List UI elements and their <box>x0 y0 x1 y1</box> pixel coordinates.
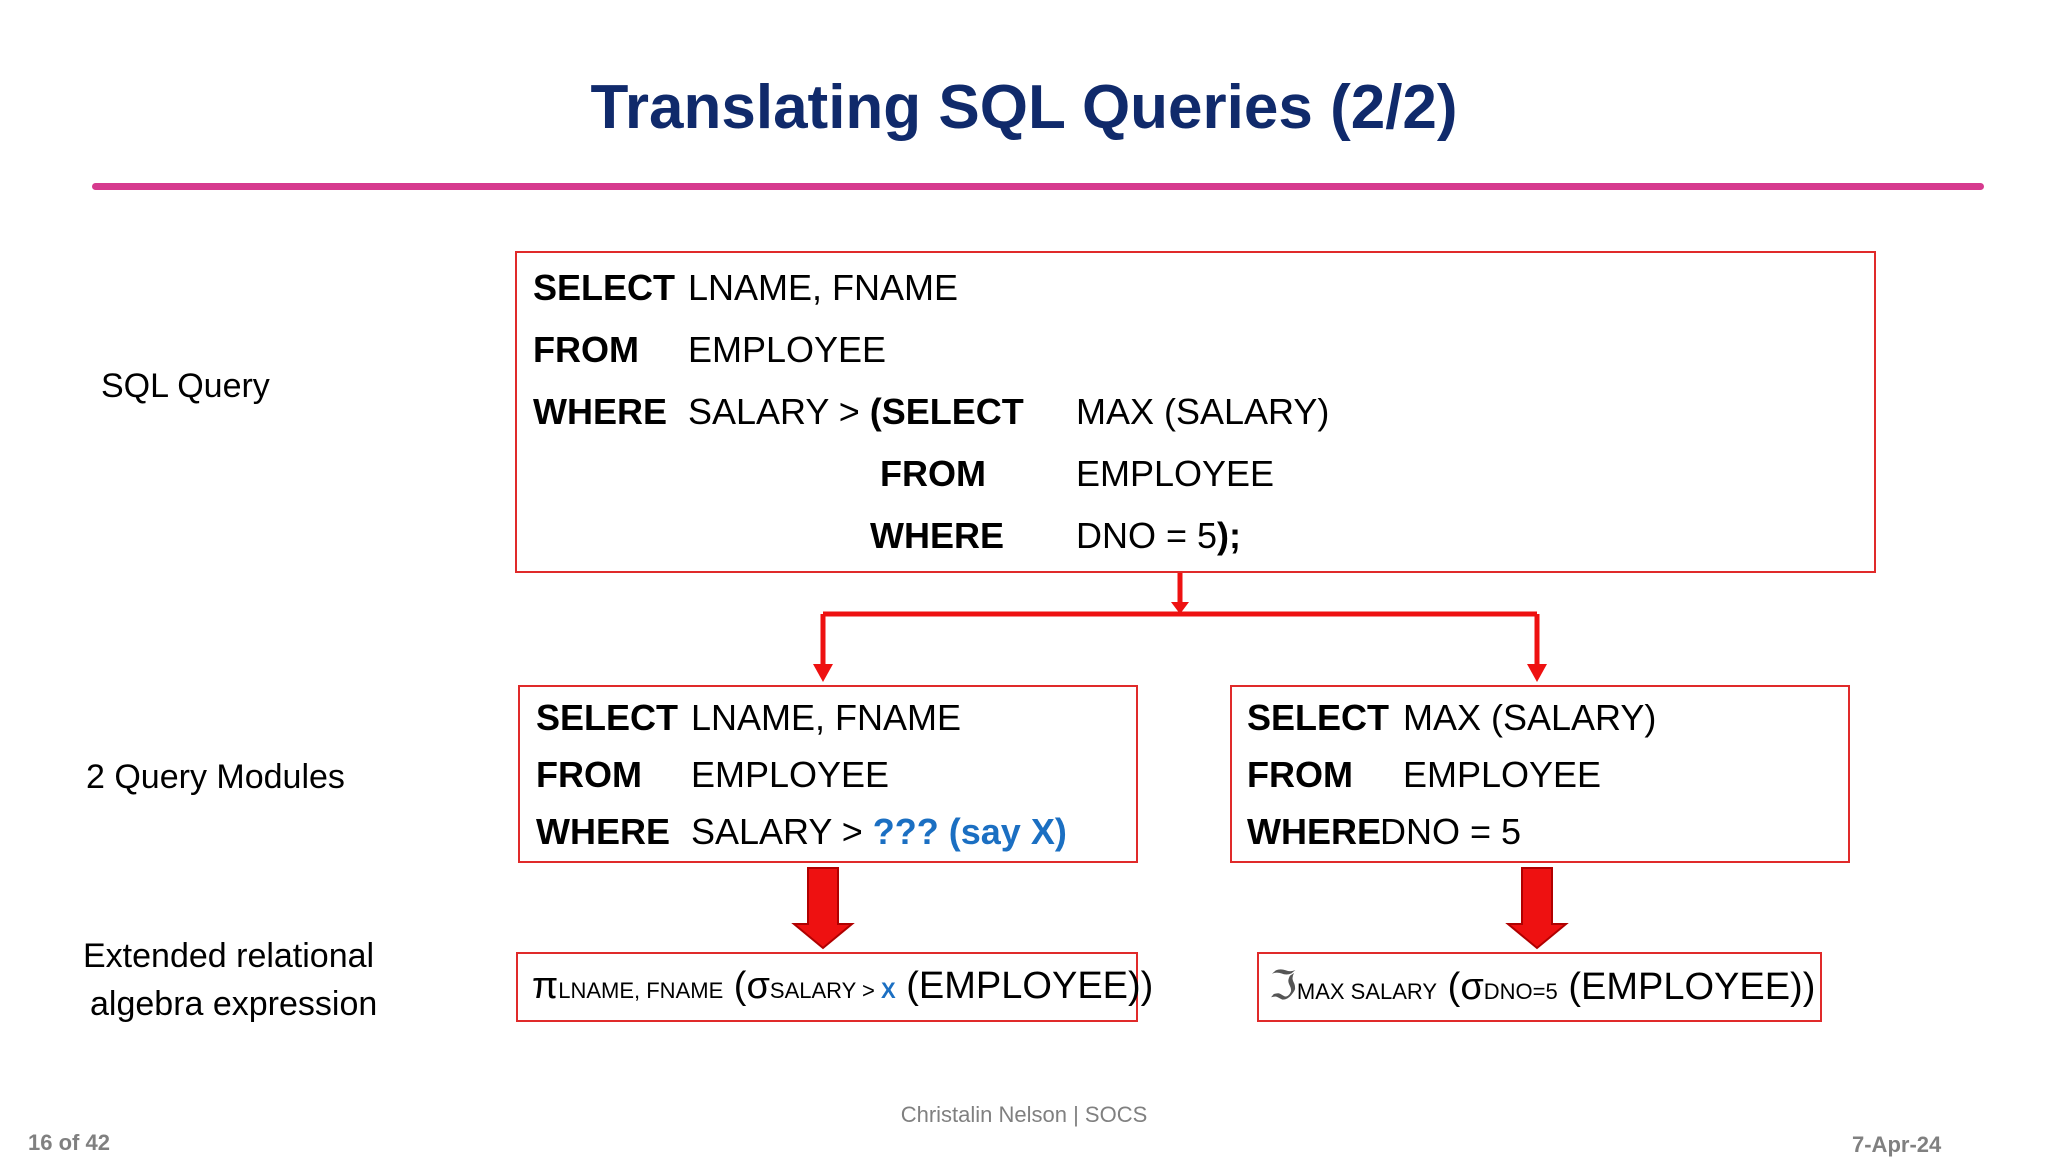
right-from-keyword: FROM <box>1247 754 1353 795</box>
label-algebra-line2: algebra expression <box>90 985 378 1023</box>
main-from-keyword: FROM <box>533 329 639 370</box>
arrowhead-center <box>1171 602 1189 614</box>
selection-condition-x: X <box>881 978 896 1003</box>
right-select-value: MAX (SALARY) <box>1403 697 1657 738</box>
right-from-table: EMPLOYEE <box>1403 754 1602 795</box>
main-select-columns: LNAME, FNAME <box>688 267 959 308</box>
left-where-keyword: WHERE <box>536 811 670 852</box>
footer-author: Christalin Nelson | SOCS <box>900 1102 1148 1127</box>
selection-condition: SALARY > <box>769 978 882 1003</box>
right-select-keyword: SELECT <box>1247 697 1390 738</box>
subquery-where-condition: DNO = 5); <box>1076 516 1241 556</box>
left-where-condition: SALARY > ??? (say X) <box>691 812 1067 852</box>
arrowhead-left <box>813 664 833 682</box>
placeholder-x: ??? (say X) <box>872 811 1067 852</box>
label-algebra-line1: Extended relational <box>83 937 375 975</box>
split-connector <box>820 573 1540 668</box>
main-from-table: EMPLOYEE <box>688 329 887 370</box>
module-left-box: SELECT LNAME, FNAME FROM EMPLOYEE WHERE … <box>518 685 1138 863</box>
expr-left-box: πLNAME, FNAME (σSALARY > X (EMPLOYEE)) <box>516 952 1153 1022</box>
label-sql-query: SQL Query <box>101 367 270 405</box>
main-where-text: SALARY > <box>688 391 870 432</box>
main-where-condition: SALARY > (SELECT <box>688 392 1024 432</box>
right-where-keyword: WHERE <box>1247 811 1381 852</box>
expr-left-relation: (EMPLOYEE)) <box>895 965 1154 1007</box>
aggregate-attributes: MAX SALARY <box>1296 979 1438 1004</box>
expr-right-relation: (EMPLOYEE)) <box>1557 966 1816 1008</box>
subquery-where-keyword: WHERE <box>870 515 1004 556</box>
selection-open: (σ <box>723 965 770 1007</box>
main-select-keyword: SELECT <box>533 267 676 308</box>
module-right-box: SELECT MAX (SALARY) FROM EMPLOYEE WHERE … <box>1230 685 1850 863</box>
slide-title: Translating SQL Queries (2/2) <box>590 73 1458 142</box>
arrowhead-right <box>1527 664 1547 682</box>
left-select-columns: LNAME, FNAME <box>691 697 962 738</box>
projection-attributes: LNAME, FNAME <box>558 978 724 1003</box>
block-arrow-right <box>1505 867 1569 950</box>
expr-right-box: ℑMAX SALARY (σDNO=5 (EMPLOYEE)) <box>1257 952 1822 1022</box>
selection-open-right: (σ <box>1437 966 1484 1008</box>
right-where-condition: DNO = 5 <box>1380 811 1522 852</box>
main-query-box: SELECT LNAME, FNAME FROM EMPLOYEE WHERE … <box>515 251 1876 573</box>
subquery-close: ); <box>1217 515 1242 556</box>
expr-left: πLNAME, FNAME (σSALARY > X (EMPLOYEE)) <box>532 956 1153 1021</box>
main-where-keyword: WHERE <box>533 391 667 432</box>
projection-symbol: π <box>532 965 559 1007</box>
subquery-open-select: (SELECT <box>869 391 1024 432</box>
subquery-select-value: MAX (SALARY) <box>1076 391 1330 432</box>
left-from-keyword: FROM <box>536 754 642 795</box>
subquery-where-text: DNO = 5 <box>1076 515 1218 556</box>
left-from-table: EMPLOYEE <box>691 754 890 795</box>
block-arrow-left <box>791 867 855 950</box>
selection-condition-right: DNO=5 <box>1483 979 1558 1004</box>
title-divider <box>92 183 1984 190</box>
subquery-from-table: EMPLOYEE <box>1076 453 1275 494</box>
label-query-modules: 2 Query Modules <box>86 758 345 796</box>
left-select-keyword: SELECT <box>536 697 679 738</box>
expr-right: ℑMAX SALARY (σDNO=5 (EMPLOYEE)) <box>1269 956 1815 1022</box>
footer-date: 7-Apr-24 <box>1852 1132 1942 1157</box>
aggregate-function-symbol: ℑ <box>1269 963 1297 1009</box>
page-number: 16 of 42 <box>28 1130 110 1155</box>
left-where-text: SALARY > <box>691 811 873 852</box>
subquery-from-keyword: FROM <box>880 453 986 494</box>
